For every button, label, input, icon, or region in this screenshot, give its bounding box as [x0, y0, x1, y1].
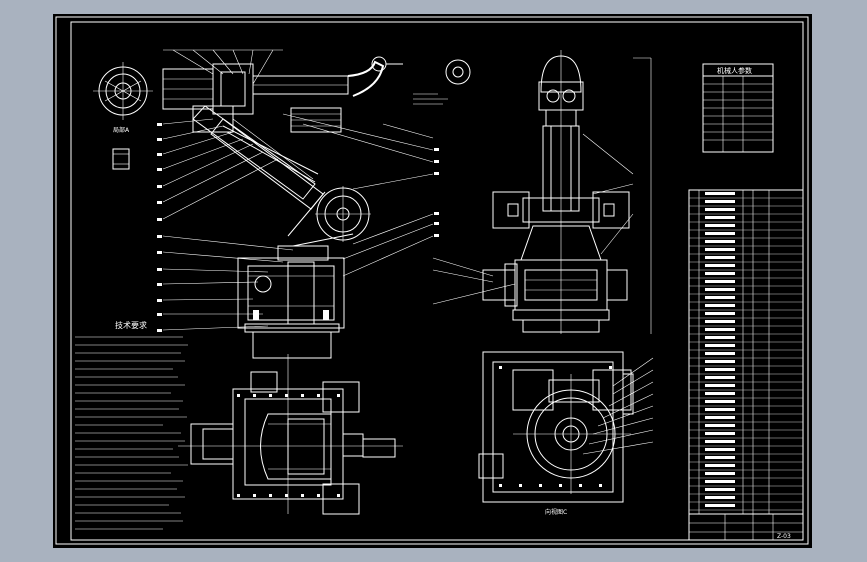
part-number-tags: [157, 123, 439, 332]
parts-list-entry-mark: [705, 304, 735, 307]
parts-list-entry-mark: [705, 448, 735, 451]
parts-list-entry-mark: [705, 296, 735, 299]
parts-list-entry-mark: [705, 360, 735, 363]
parts-list-entry-mark: [705, 208, 735, 211]
parts-list-entry-mark: [705, 440, 735, 443]
parts-list-entry-mark: [705, 376, 735, 379]
main-view-leaders: [162, 49, 434, 331]
parts-list-entry-mark: [705, 344, 735, 347]
parts-list-entry-mark: [705, 456, 735, 459]
parts-list-entry-mark: [705, 408, 735, 411]
plan-view: [178, 354, 403, 515]
parts-list-entry-mark: [705, 240, 735, 243]
parts-list-entry-mark: [705, 488, 735, 491]
parts-list-entry-mark: [705, 256, 735, 259]
section-label-1: 局部A: [113, 126, 130, 134]
upper-details: [290, 59, 471, 133]
parts-list-entry-mark: [705, 432, 735, 435]
parts-list-entry-mark: [705, 192, 735, 195]
parts-list-entry-mark: [705, 504, 735, 507]
parts-list: [688, 189, 804, 541]
parts-list-entry-mark: [705, 320, 735, 323]
parts-list-entry-mark: [705, 264, 735, 267]
parts-list-entry-mark: [705, 368, 735, 371]
parts-list-entry-mark: [705, 200, 735, 203]
parts-list-rows: [689, 192, 803, 511]
parts-list-entry-mark: [705, 232, 735, 235]
tech-requirements-title: 技术要求: [115, 320, 147, 330]
parts-list-entry-mark: [705, 224, 735, 227]
parts-list-entry-mark: [705, 280, 735, 283]
parts-list-entry-mark: [705, 424, 735, 427]
parts-list-entry-mark: [705, 472, 735, 475]
section-view: 向视图C: [478, 351, 654, 516]
parts-list-entry-mark: [705, 216, 735, 219]
drawing-sheet[interactable]: 局部A: [53, 14, 812, 548]
parameter-table: 机械人参数: [702, 63, 774, 153]
robot-arm-assembly-drawing: 局部A: [55, 16, 809, 545]
inner-frame: [70, 21, 804, 541]
param-table-title: 机械人参数: [717, 66, 752, 75]
parts-list-entry-mark: [705, 328, 735, 331]
section-label-2: 向视图C: [545, 508, 567, 516]
parts-list-entry-mark: [705, 400, 735, 403]
parts-list-entry-mark: [705, 336, 735, 339]
side-view: [432, 50, 652, 334]
parts-list-entry-mark: [705, 288, 735, 291]
parts-list-entry-mark: [705, 496, 735, 499]
main-arm-elevation: 局部A: [93, 56, 403, 359]
parts-list-entry-mark: [705, 480, 735, 483]
parts-list-entry-mark: [705, 312, 735, 315]
title-block: Z-03: [688, 513, 804, 541]
parts-list-entry-mark: [705, 384, 735, 387]
parts-list-entry-mark: [705, 416, 735, 419]
parts-list-entry-mark: [705, 272, 735, 275]
title-block-code: Z-03: [777, 533, 791, 540]
parts-list-entry-mark: [705, 248, 735, 251]
parts-list-entry-mark: [705, 392, 735, 395]
technical-requirements: 技术要求: [75, 320, 188, 530]
parts-list-entry-mark: [705, 352, 735, 355]
parts-list-entry-mark: [705, 464, 735, 467]
outer-frame: [55, 16, 809, 545]
